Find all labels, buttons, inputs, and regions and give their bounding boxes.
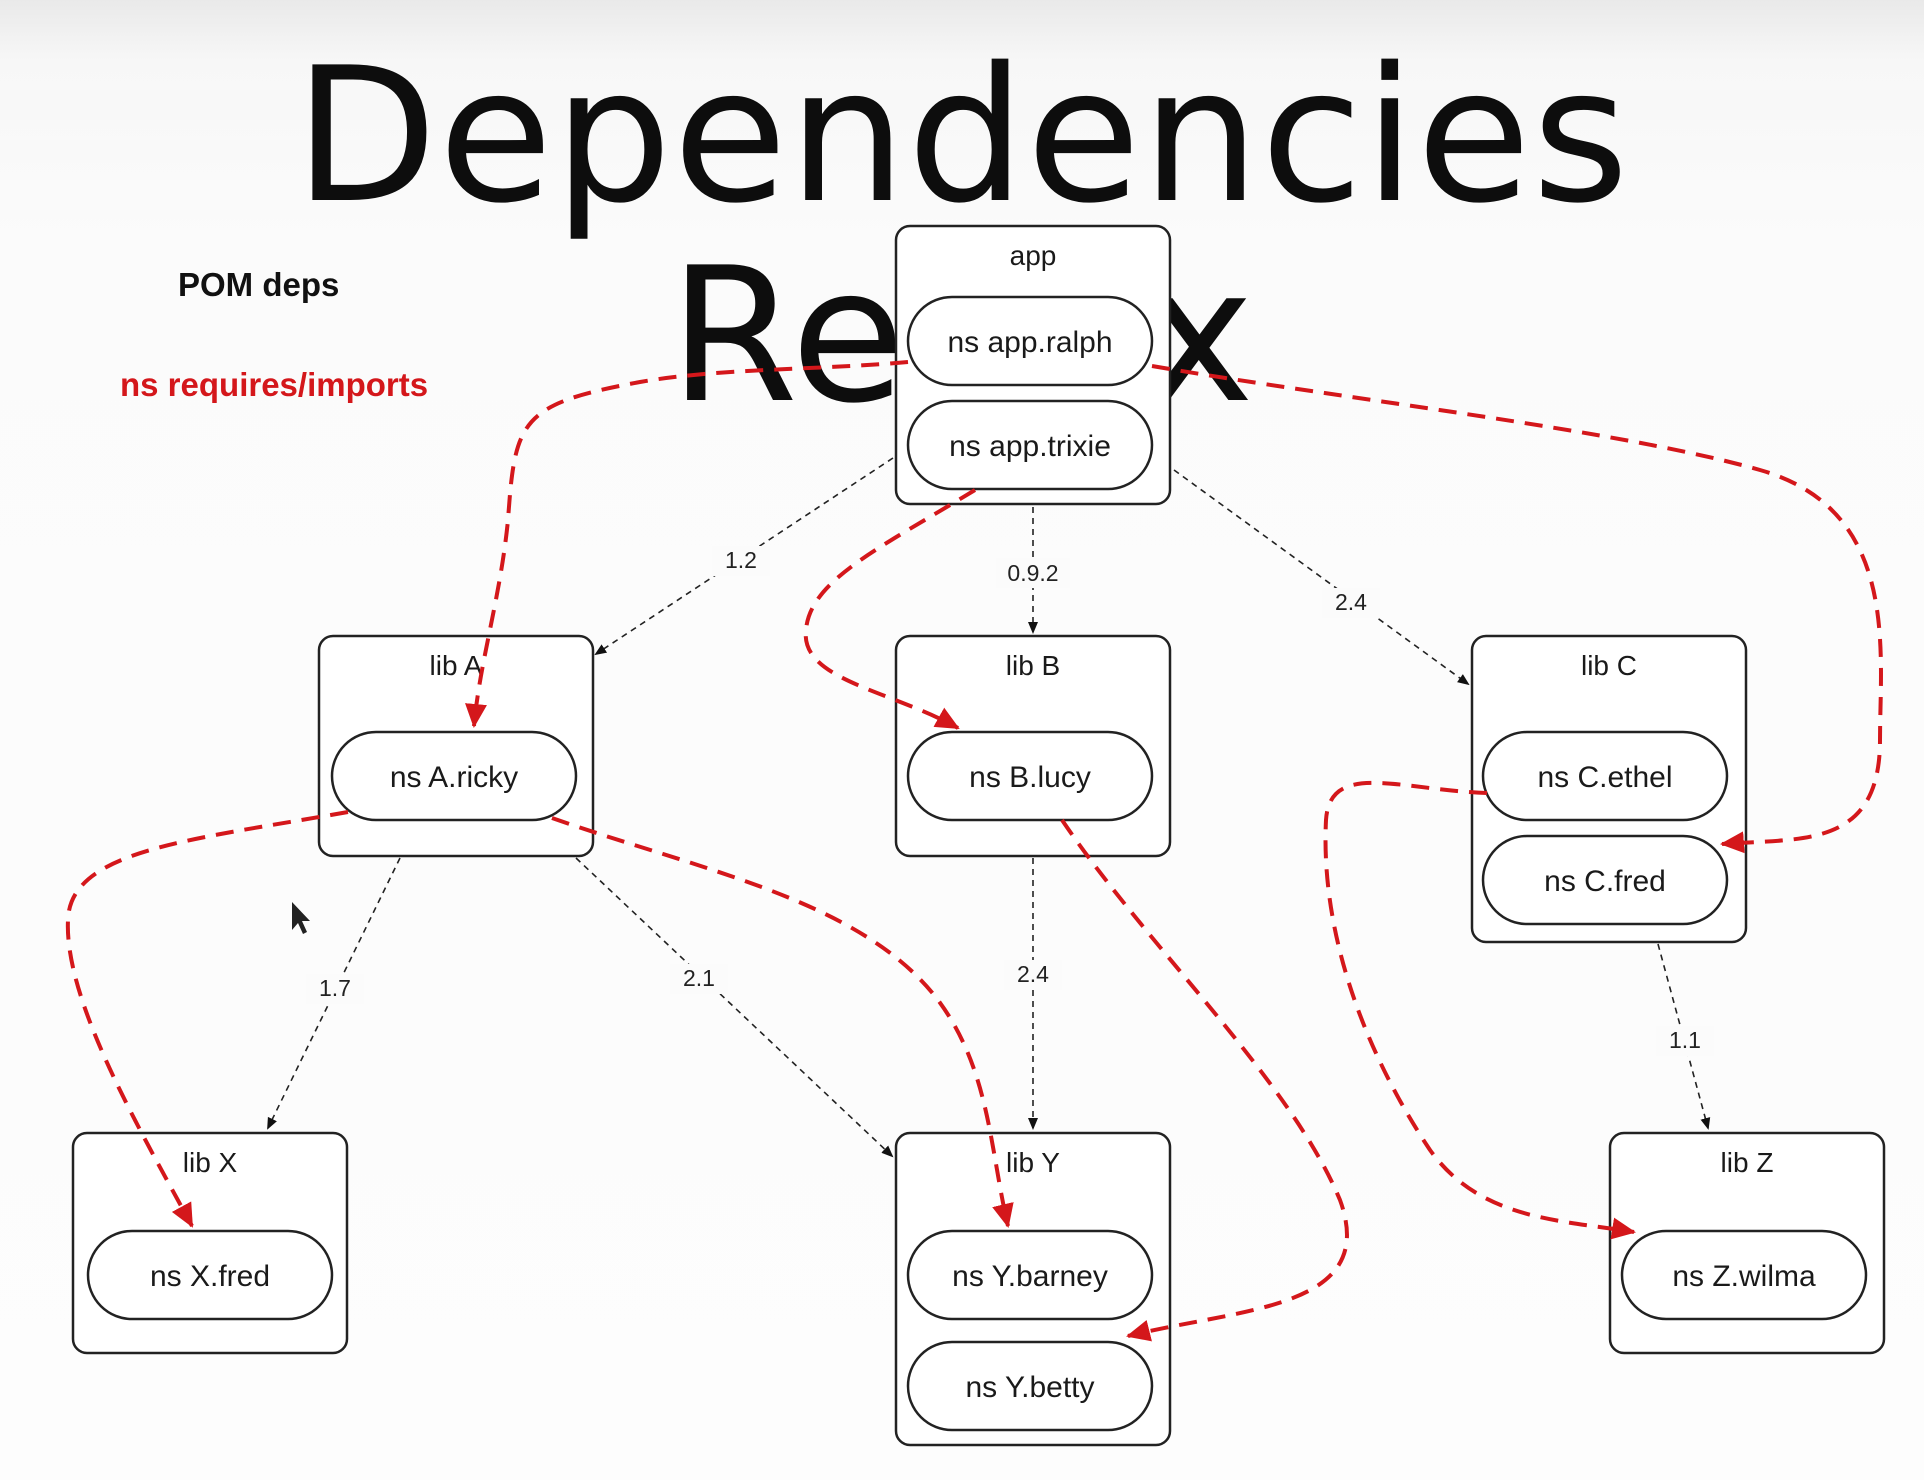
- mouse-pointer-icon: [292, 902, 310, 934]
- pom-version-app-lib-a: 1.2: [725, 547, 757, 573]
- ns-z-wilma-pill: [1620, 1229, 1868, 1321]
- pom-edge-app-lib-c: [1173, 469, 1470, 686]
- box-lib-z: lib Z ns Z.wilma: [1608, 1131, 1886, 1355]
- ns-c-fred-label: ns C.fred: [1544, 865, 1666, 898]
- pom-version-lib-c-lib-z: 1.1: [1669, 1027, 1701, 1053]
- ns-edge-ricky-x-fred: [65, 810, 349, 1228]
- box-lib-x-label: lib X: [183, 1147, 238, 1178]
- ns-y-betty-label: ns Y.betty: [966, 1371, 1095, 1404]
- legend-pom-deps: POM deps: [178, 266, 340, 303]
- box-lib-b: lib B ns B.lucy: [894, 634, 1172, 858]
- pom-edge-lib-a-lib-y: [575, 857, 894, 1158]
- box-lib-c-label: lib C: [1581, 650, 1637, 681]
- ns-edge-ethel-wilma: [1323, 780, 1636, 1240]
- pom-version-app-lib-b: 0.9.2: [1007, 560, 1058, 586]
- box-app: app ns app.ralph ns app.trixie: [894, 224, 1172, 506]
- pom-version-app-lib-c: 2.4: [1335, 589, 1367, 615]
- ns-x-fred-label: ns X.fred: [150, 1260, 270, 1293]
- ns-edge-ralph-c-fred: [1151, 364, 1883, 854]
- ns-app-trixie-pill: [906, 399, 1154, 491]
- pom-version-lib-a-lib-x: 1.7: [319, 975, 351, 1001]
- ns-z-wilma-label: ns Z.wilma: [1672, 1260, 1816, 1293]
- ns-b-lucy-pill: [906, 730, 1154, 822]
- box-lib-x: lib X ns X.fred: [71, 1131, 349, 1355]
- legend-ns-requires: ns requires/imports: [120, 366, 429, 403]
- box-lib-a-label: lib A: [430, 650, 483, 681]
- ns-y-barney-pill: [906, 1229, 1154, 1321]
- box-lib-b-label: lib B: [1006, 650, 1060, 681]
- ns-edge-lucy-betty: [1060, 818, 1349, 1342]
- box-lib-c: lib C ns C.ethel ns C.fred: [1470, 634, 1748, 944]
- ns-b-lucy-label: ns B.lucy: [969, 761, 1091, 794]
- ns-a-ricky-pill: [330, 730, 578, 822]
- ns-c-fred-pill: [1481, 834, 1729, 926]
- ns-app-ralph-label: ns app.ralph: [947, 326, 1112, 359]
- ns-y-barney-label: ns Y.barney: [952, 1260, 1108, 1293]
- box-lib-y: lib Y ns Y.barney ns Y.betty: [894, 1131, 1172, 1447]
- ns-edge-ricky-barney: [551, 816, 1014, 1228]
- ns-edge-trixie-lucy: [803, 488, 977, 730]
- ns-y-betty-pill: [906, 1340, 1154, 1432]
- box-lib-a: lib A ns A.ricky: [317, 634, 595, 858]
- box-lib-z-label: lib Z: [1721, 1147, 1774, 1178]
- box-app-label: app: [1010, 240, 1057, 271]
- ns-app-ralph-pill: [906, 295, 1154, 387]
- pom-edge-lib-c-lib-z: [1657, 943, 1711, 1130]
- ns-c-ethel-pill: [1481, 730, 1729, 822]
- box-lib-y-label: lib Y: [1006, 1147, 1060, 1178]
- pom-version-lib-b-lib-y: 2.4: [1017, 961, 1049, 987]
- ns-c-ethel-label: ns C.ethel: [1537, 761, 1672, 794]
- ns-edge-ralph-ricky: [465, 360, 909, 728]
- ns-x-fred-pill: [86, 1229, 334, 1321]
- pom-version-labels: 1.2 0.9.2 2.4 1.7 2.1 2.4 1.1: [306, 546, 1714, 1056]
- ns-app-trixie-label: ns app.trixie: [949, 430, 1111, 463]
- ns-a-ricky-label: ns A.ricky: [390, 761, 518, 794]
- pom-version-lib-a-lib-y: 2.1: [683, 965, 715, 991]
